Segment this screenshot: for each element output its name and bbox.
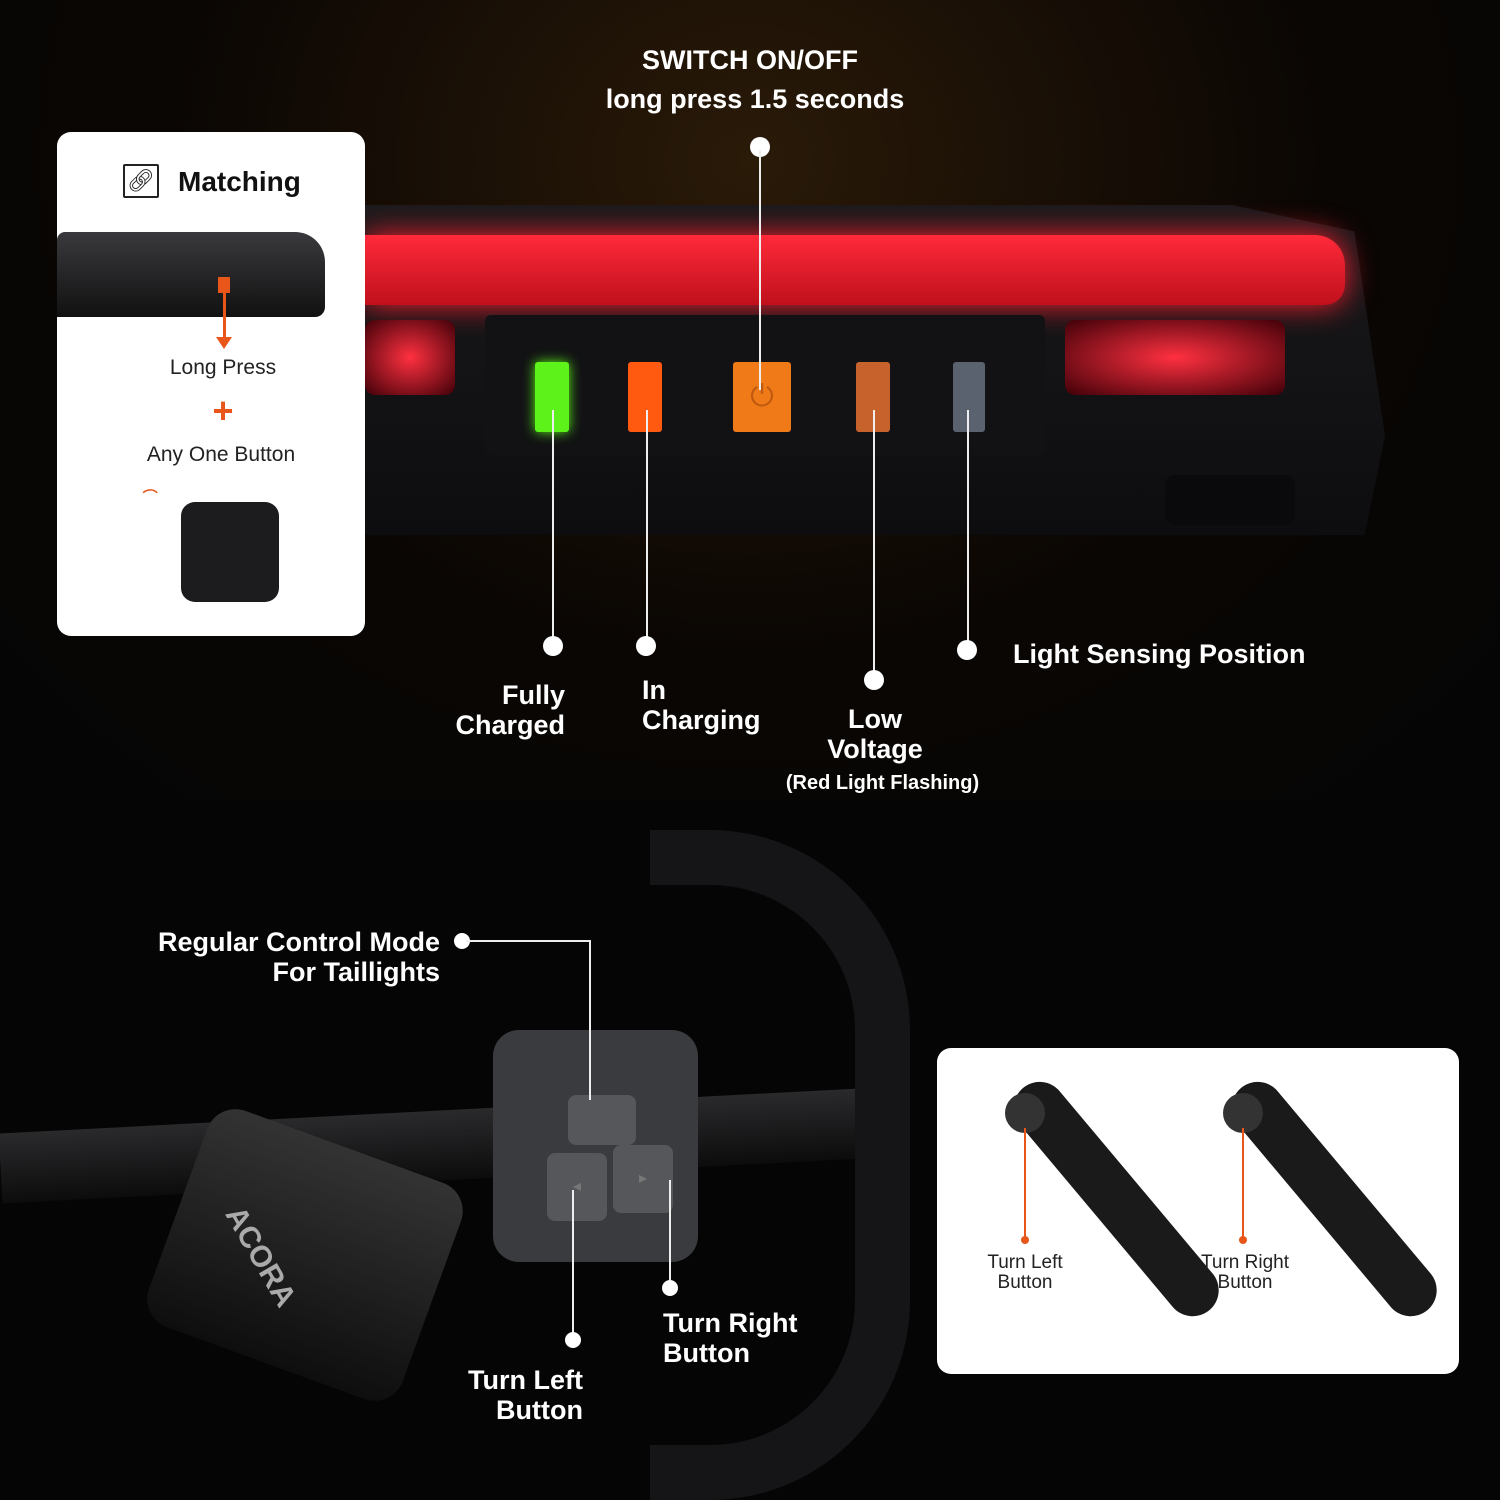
red-light-right (1065, 320, 1285, 395)
mode-button (568, 1095, 636, 1145)
arrow-head (216, 337, 232, 349)
arrow-down-icon (223, 293, 226, 341)
callout-dot (543, 636, 563, 656)
callout-line (589, 940, 591, 1100)
matching-title: Matching (178, 166, 301, 197)
red-light-left (365, 320, 455, 395)
callout-line (646, 410, 648, 638)
usb-port (1165, 475, 1295, 525)
label-line: Button (496, 1395, 583, 1425)
label-line: Turn Left (468, 1365, 583, 1395)
wireless-signal-icon: ◝ (137, 479, 168, 510)
left-button: ◂ (547, 1153, 607, 1221)
label-line: Button (997, 1272, 1053, 1293)
callout-dot (454, 933, 470, 949)
red-light-strip (365, 235, 1345, 305)
switch-title: SWITCH ON/OFF (642, 45, 858, 75)
label-line: Fully (501, 680, 565, 710)
remote-thumbnail (181, 502, 279, 602)
switch-subtitle: long press 1.5 seconds (605, 84, 905, 114)
label-line: Voltage (827, 734, 923, 764)
label-line: Turn Right (663, 1308, 798, 1338)
callout-dot (636, 636, 656, 656)
callout-line (1024, 1128, 1026, 1238)
label-line: In (642, 675, 666, 705)
label-line: For Taillights (272, 957, 441, 987)
matching-card: 🔗︎ Matching Long Press + Any One Button … (57, 132, 365, 636)
callout-dot (1239, 1236, 1247, 1244)
label-line: Button (1217, 1272, 1273, 1293)
callout-line (967, 410, 969, 642)
callout-dot (565, 1332, 581, 1348)
label-line: Regular Control Mode (158, 927, 440, 957)
any-one-button-label: Any One Button (146, 443, 296, 466)
callout-line (552, 410, 554, 638)
callout-dot (662, 1280, 678, 1296)
remote-control: ◂ ▸ (493, 1030, 698, 1262)
callout-line (572, 1190, 574, 1335)
label-line: Button (663, 1338, 750, 1368)
low-voltage-note: (Red Light Flashing) (785, 772, 980, 794)
callout-line (873, 410, 875, 672)
callout-dot (750, 137, 770, 157)
right-strap-button (1223, 1093, 1263, 1133)
callout-dot (957, 640, 977, 660)
callout-dot (864, 670, 884, 690)
long-press-label: Long Press (169, 356, 277, 379)
callout-line (466, 940, 590, 942)
left-strap-button (1005, 1093, 1045, 1133)
label-line: Charging (642, 705, 761, 735)
light-sensor (953, 362, 985, 432)
taillight-thumbnail (57, 232, 325, 317)
label-line: Low (848, 704, 902, 734)
right-button: ▸ (613, 1145, 673, 1213)
callout-dot (1021, 1236, 1029, 1244)
label-line: Charged (455, 710, 565, 740)
light-sensing-label: Light Sensing Position (1013, 639, 1306, 669)
callout-line (759, 150, 761, 390)
charging-led (628, 362, 662, 432)
callout-line (669, 1180, 671, 1280)
link-icon: 🔗︎ (123, 164, 159, 198)
power-button: ⏻ (733, 362, 791, 432)
label-line: Turn Left (987, 1252, 1063, 1273)
matching-button-highlight (218, 277, 230, 293)
callout-line (1242, 1128, 1244, 1238)
plus-icon: + (212, 390, 234, 431)
label-line: Turn Right (1201, 1252, 1289, 1273)
